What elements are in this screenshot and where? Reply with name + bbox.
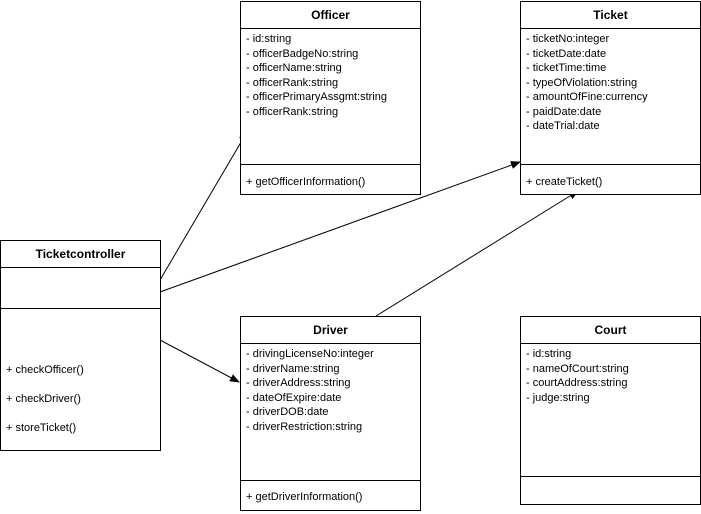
class-court[interactable]: Court - id:string - nameOfCourt:string -… [520, 316, 701, 505]
attribute: - officerPrimaryAssgmt:string [246, 91, 387, 103]
class-ticketcontroller[interactable]: Ticketcontroller + checkOfficer() + chec… [0, 240, 161, 451]
divider [1, 308, 160, 309]
operation: + getDriverInformation() [246, 491, 363, 503]
attribute: - dateTrial:date [526, 120, 600, 132]
attribute: - driverDOB:date [246, 406, 329, 418]
attribute: - paidDate:date [526, 105, 602, 118]
attribute: - driverAddress:string [246, 377, 351, 389]
class-name: Officer [241, 2, 420, 29]
driver-to-ticket-arrow [375, 190, 579, 317]
attribute: - driverRestriction:string [246, 420, 363, 433]
attribute-list: - id:string - officerBadgeNo:string - of… [246, 32, 387, 119]
operation: + checkOfficer() [6, 364, 84, 376]
operation: + getOfficerInformation() [246, 176, 366, 188]
attribute: - officerBadgeNo:string [246, 47, 359, 60]
class-name: Driver [241, 317, 420, 344]
attribute: - id:string [526, 348, 572, 360]
attribute: - ticketDate:date [526, 47, 607, 60]
attribute-list: - drivingLicenseNo:integer - driverName:… [246, 347, 374, 434]
controller-to-driver-arrow [159, 339, 240, 383]
class-name: Ticketcontroller [1, 241, 160, 268]
attribute: - id:string [246, 33, 292, 45]
operation: + createTicket() [526, 176, 603, 188]
operation-list: + checkOfficer() + checkDriver() + store… [6, 356, 84, 443]
attribute: - officerName:string [246, 62, 342, 74]
operation: + checkDriver() [6, 393, 81, 405]
attribute: - officerRank:string [246, 105, 339, 118]
attribute: - nameOfCourt:string [526, 362, 629, 375]
class-ticket[interactable]: Ticket - ticketNo:integer - ticketDate:d… [520, 1, 701, 195]
attribute: - dateOfExpire:date [246, 391, 342, 404]
attribute: - amountOfFine:currency [526, 91, 648, 103]
class-name: Court [521, 317, 700, 344]
controller-to-ticket-arrow [159, 161, 521, 293]
attribute: - drivingLicenseNo:integer [246, 348, 374, 360]
attribute: - ticketTime:time [526, 62, 607, 74]
controller-to-officer-arrow [159, 131, 248, 281]
operation: + storeTicket() [6, 422, 77, 434]
attribute: - officerRank:string [246, 76, 339, 89]
operation-list: + getOfficerInformation() [246, 175, 365, 190]
class-officer[interactable]: Officer - id:string - officerBadgeNo:str… [240, 1, 421, 195]
attribute-list: - ticketNo:integer - ticketDate:date - t… [526, 32, 648, 134]
attribute-list: - id:string - nameOfCourt:string - court… [526, 347, 629, 405]
operation-list: + createTicket() [526, 175, 602, 190]
divider [241, 480, 420, 481]
divider [521, 476, 700, 477]
divider [241, 164, 420, 165]
operation-list: + getDriverInformation() [246, 490, 362, 505]
class-driver[interactable]: Driver - drivingLicenseNo:integer - driv… [240, 316, 421, 511]
attribute: - ticketNo:integer [526, 33, 610, 45]
divider [521, 164, 700, 165]
attribute: - typeOfViolation:string [526, 76, 638, 89]
attribute: - courtAddress:string [526, 377, 628, 389]
attribute: - driverName:string [246, 362, 340, 375]
attribute: - judge:string [526, 391, 590, 404]
class-name: Ticket [521, 2, 700, 29]
